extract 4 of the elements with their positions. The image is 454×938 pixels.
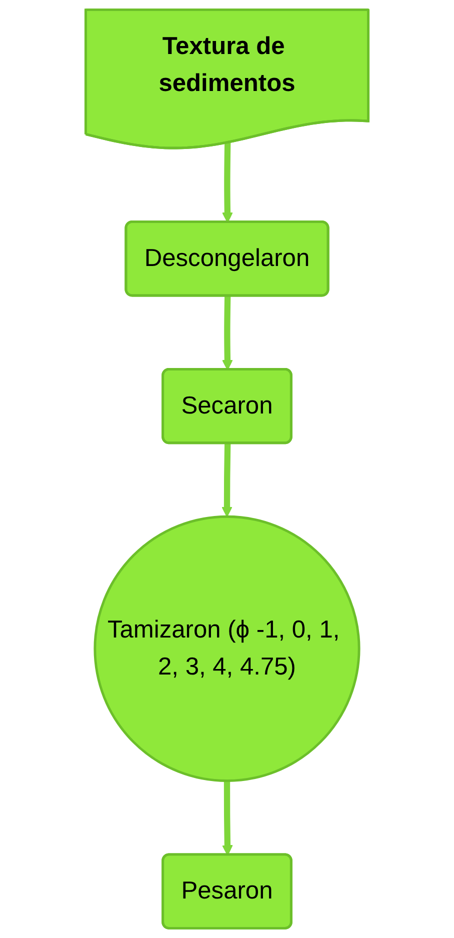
- node-circle: [94, 515, 360, 782]
- arrow: [222, 142, 233, 223]
- arrow: [222, 443, 232, 518]
- arrow: [222, 296, 233, 370]
